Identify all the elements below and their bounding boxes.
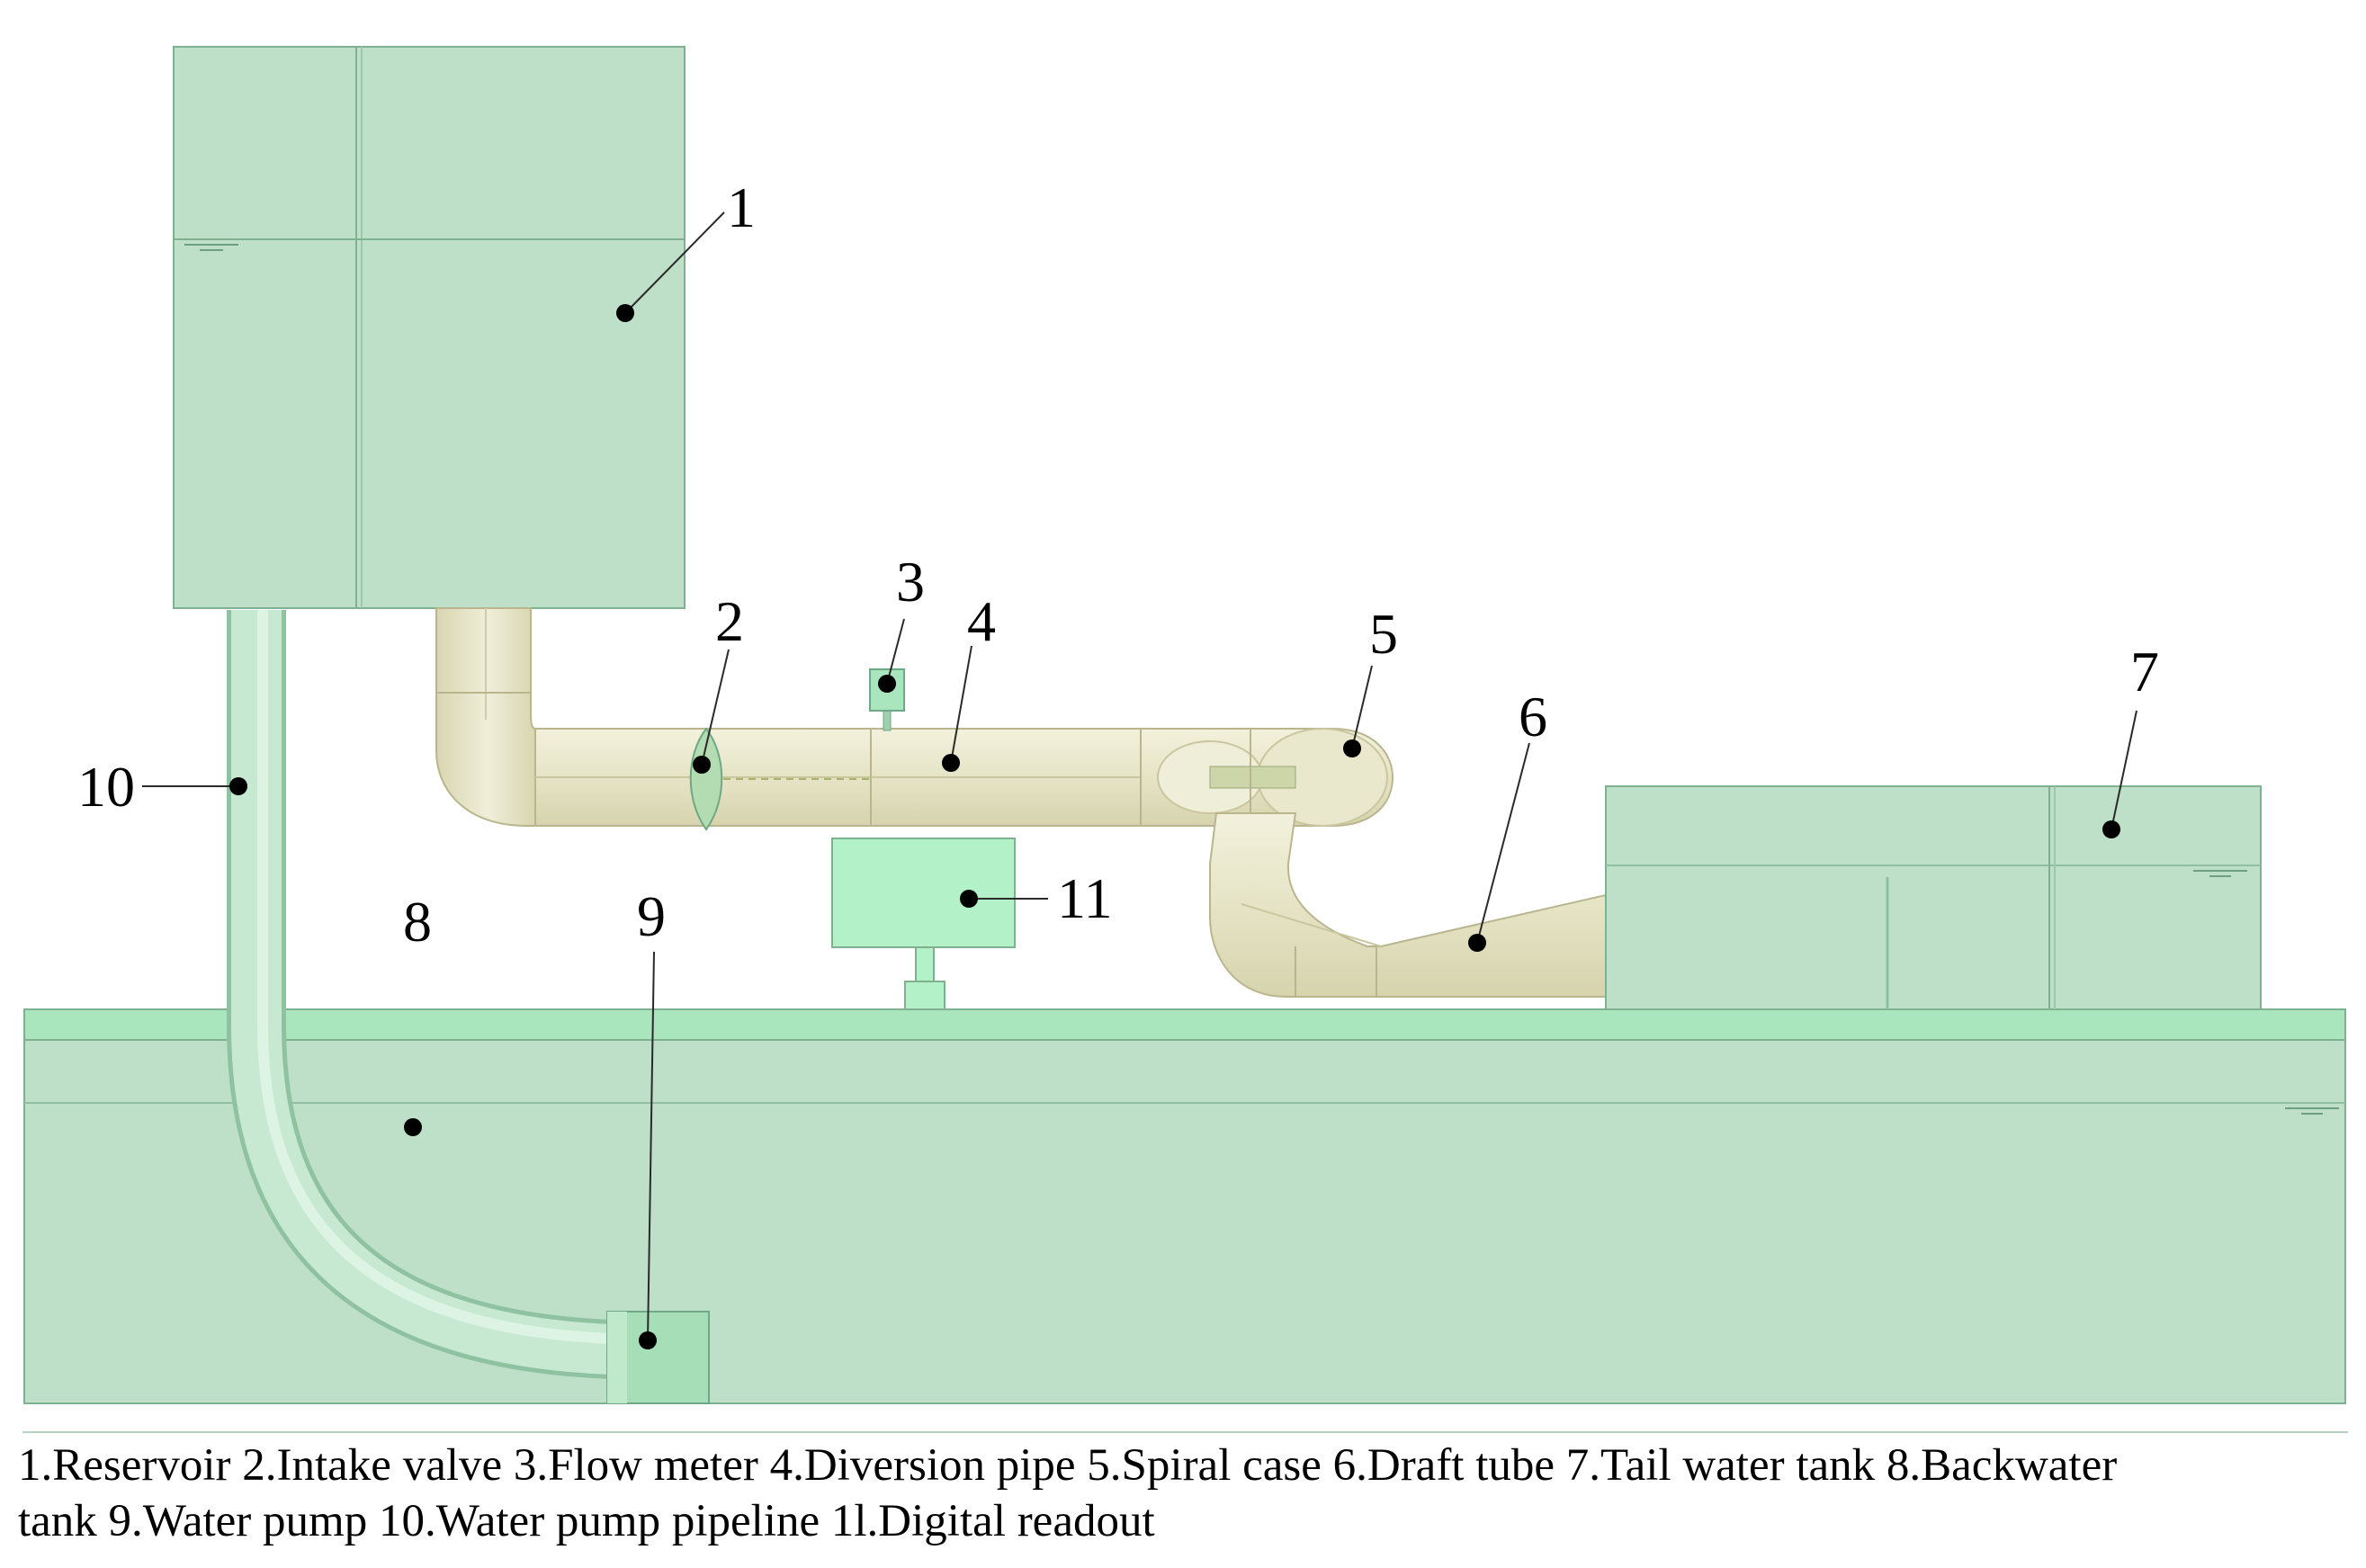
backwater-tank (23, 1008, 2346, 1404)
marker-dot (616, 304, 634, 322)
callout-10: 10 (77, 755, 247, 819)
water-pump (606, 1311, 710, 1404)
callout-3: 3 (878, 550, 925, 693)
label-8: 8 (403, 890, 432, 954)
label-11: 11 (1057, 866, 1113, 930)
flow-meter (869, 668, 905, 731)
label-1: 1 (727, 175, 756, 239)
marker-dot (639, 1331, 657, 1349)
callout-2: 2 (693, 589, 744, 774)
marker-dot (1343, 739, 1361, 757)
callout-9: 9 (637, 884, 666, 1349)
callout-6: 6 (1468, 685, 1547, 952)
caption-divider (22, 1431, 2348, 1433)
digital-readout (831, 838, 1016, 1010)
label-10: 10 (77, 755, 135, 819)
callout-4: 4 (942, 589, 996, 772)
reservoir (173, 46, 686, 609)
marker-dot (960, 890, 978, 908)
marker-dot (2102, 820, 2120, 838)
label-5: 5 (1369, 602, 1398, 666)
label-3: 3 (896, 550, 925, 614)
intake-valve (689, 727, 723, 831)
label-2: 2 (715, 589, 744, 653)
label-7: 7 (2130, 640, 2159, 703)
draft-tube (1209, 812, 1607, 998)
caption-line-2: tank 9.Water pump 10.Water pump pipeline… (18, 1496, 1155, 1546)
callout-7: 7 (2102, 640, 2159, 838)
marker-dot (942, 754, 960, 772)
water-pump-pipeline (227, 610, 614, 1379)
marker-dot (1468, 934, 1486, 952)
label-6: 6 (1519, 685, 1547, 748)
tail-water-tank (1605, 785, 2262, 1010)
marker-dot (693, 756, 711, 774)
callout-5: 5 (1343, 602, 1398, 757)
marker-dot (404, 1118, 422, 1136)
marker-dot (878, 675, 896, 693)
callout-11: 11 (960, 866, 1113, 930)
test-rig-diagram: 1 2 3 4 5 6 7 8 9 10 (23, 46, 2346, 1404)
figure-caption: 1.Reservoir 2.Intake valve 3.Flow meter … (18, 1438, 2357, 1549)
intake-elbow (435, 607, 541, 827)
callout-8: 8 (403, 890, 432, 1136)
callout-1: 1 (616, 175, 756, 322)
label-9: 9 (637, 884, 666, 948)
caption-line-1: 1.Reservoir 2.Intake valve 3.Flow meter … (18, 1440, 2118, 1491)
diversion-pipe (534, 728, 1256, 827)
label-4: 4 (967, 589, 996, 653)
marker-dot (229, 777, 247, 795)
